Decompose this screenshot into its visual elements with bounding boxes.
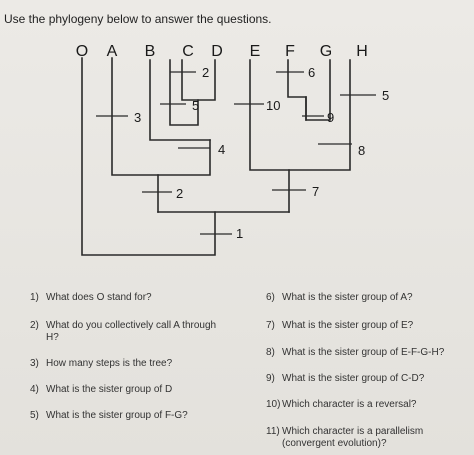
char-label-2a: 2 [176,186,183,201]
branch-c-d [181,59,216,101]
question-text: What is the sister group of C-D? [282,373,425,384]
char-label-3: 3 [134,110,141,125]
char-label-5b: 5 [382,88,389,103]
question-text-continued: (convergent evolution)? [282,438,387,449]
question-number: 11) [266,426,280,437]
question-2: 2) What do you collectively call A throug… [30,320,230,344]
question-number: 7) [266,320,275,331]
question-7: 7) What is the sister group of E? [266,320,413,332]
taxon-e: E [250,43,261,60]
instruction-text: Use the phylogeny below to answer the qu… [4,12,272,26]
taxon-b: B [145,43,156,60]
question-number: 10) [266,399,281,410]
question-number: 6) [266,292,275,303]
question-text: Which character is a parallelism [282,426,424,437]
question-text: What do you collectively call A through [46,320,217,331]
branch-efgh [249,59,351,171]
taxon-h: H [356,43,368,60]
question-text: What is the sister group of D [46,384,173,395]
question-10: 10)Which character is a reversal? [266,399,417,411]
question-number: 3) [30,358,39,369]
taxon-g: G [320,43,332,60]
char-label-6: 6 [308,65,315,80]
question-9: 9) What is the sister group of C-D? [266,373,424,385]
question-11: 11)Which character is a parallelism (con… [266,426,466,450]
char-label-9: 9 [327,110,334,125]
question-text: Which character is a reversal? [282,399,417,410]
question-text: What does O stand for? [46,292,152,303]
question-number: 9) [266,373,275,384]
taxon-f: F [285,43,295,60]
question-number: 4) [30,384,39,395]
question-text: What is the sister group of E? [282,320,414,331]
taxon-d: D [211,43,223,60]
taxon-o: O [76,43,88,60]
question-5: 5) What is the sister group of F-G? [30,410,188,422]
question-6: 6) What is the sister group of A? [266,292,413,304]
question-1: 1) What does O stand for? [30,292,152,304]
question-text-continued: H? [46,332,59,343]
branch-bcd [149,59,211,141]
question-number: 8) [266,347,275,358]
char-label-8: 8 [358,143,365,158]
taxon-a: A [107,43,118,60]
char-label-5a: 5 [192,98,199,113]
question-number: 1) [30,292,39,303]
char-label-7: 7 [312,184,319,199]
char-label-1: 1 [236,226,243,241]
char-label-4: 4 [218,142,225,157]
char-label-2b: 2 [202,65,209,80]
question-number: 5) [30,410,39,421]
question-text: How many steps is the tree? [46,358,173,369]
question-text: What is the sister group of F-G? [46,410,188,421]
question-4: 4) What is the sister group of D [30,384,172,396]
question-number: 2) [30,320,39,331]
question-3: 3) How many steps is the tree? [30,358,172,370]
char-label-10: 10 [266,98,280,113]
branch-cd [169,59,199,126]
question-text: What is the sister group of E-F-G-H? [282,347,445,358]
question-8: 8) What is the sister group of E-F-G-H? [266,347,444,359]
taxon-c: C [182,43,194,60]
question-text: What is the sister group of A? [282,292,413,303]
branch-root [81,57,216,256]
phylogeny-tree: O A B C D E F G H 1 2 3 4 5 2 6 10 9 5 8… [76,43,389,256]
